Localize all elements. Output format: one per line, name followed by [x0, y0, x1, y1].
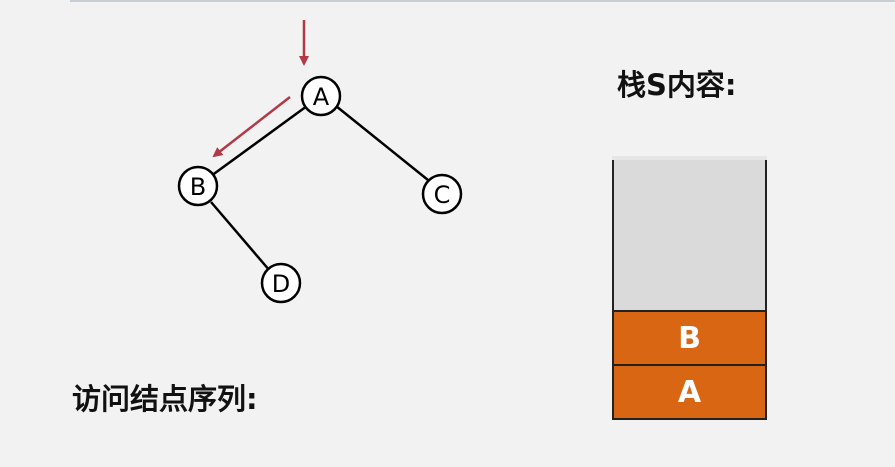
top-divider [70, 0, 895, 2]
stack-cell-bottom: A [614, 364, 765, 418]
pointer-arrow-diagonal-icon [212, 96, 291, 158]
stack-top-edge [612, 156, 767, 160]
tree-node-a: A [300, 75, 342, 117]
tree-node-label: C [434, 181, 451, 209]
visit-sequence-title: 访问结点序列: [72, 382, 258, 416]
edge-a-b [210, 104, 308, 178]
stack-container: B A [612, 160, 767, 420]
tree-node-c: C [421, 173, 463, 215]
tree-node-label: B [190, 173, 206, 201]
tree-node-d: D [260, 262, 302, 304]
tree-node-label: D [272, 270, 290, 298]
edge-a-c [335, 105, 429, 181]
tree-node-b: B [177, 165, 219, 207]
tree-node-label: A [313, 83, 330, 111]
stack-cell-top: B [614, 310, 765, 364]
stack-title: 栈S内容: [617, 68, 737, 102]
edge-b-d [210, 201, 271, 272]
